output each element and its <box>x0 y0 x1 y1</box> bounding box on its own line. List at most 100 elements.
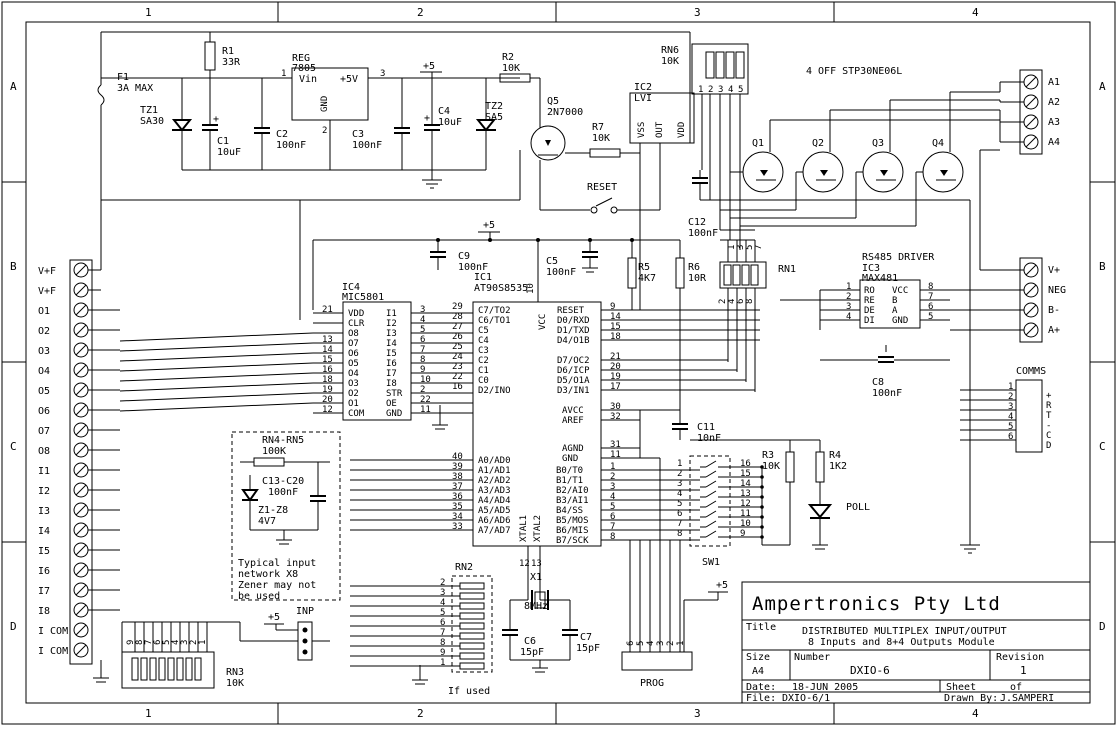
r4-body <box>815 451 825 483</box>
ic1-porta-pin-num: 40 <box>452 452 463 462</box>
ic4-left-pin-name: O5 <box>348 359 359 369</box>
sw1-left-pin-num: 6 <box>677 509 682 519</box>
left-terminal-label: I4 <box>38 526 50 537</box>
r3-ref: R3 <box>762 450 774 461</box>
ic1-portb-pin-name: B0/T0 <box>556 466 583 476</box>
ic1-portd2-pin-num: 21 <box>610 352 621 362</box>
power-connector-body <box>1019 257 1043 343</box>
left-terminal-label: O1 <box>38 306 50 317</box>
reg-value: 7805 <box>292 63 316 74</box>
ic4-left-pin-num: 13 <box>322 335 333 345</box>
col-label-1-bottom: 1 <box>145 707 152 720</box>
title-line1: DISTRIBUTED MULTIPLEX INPUT/OUTPUT <box>802 626 1007 637</box>
sw1-left-pin-num: 4 <box>677 489 682 499</box>
col-label-1: 1 <box>145 6 152 19</box>
ic1-portd2-pin-name: D3/IN1 <box>557 386 590 396</box>
r6-body <box>675 257 685 289</box>
c11-ref: C11 <box>697 422 715 433</box>
ic1-porta-pin-name: A7/AD7 <box>478 526 511 536</box>
rn6-pin5: 5 <box>738 85 743 95</box>
r2-ref: R2 <box>502 52 514 63</box>
date-value: 18-JUN 2005 <box>792 682 858 693</box>
ic4-left-pin-num: 20 <box>322 395 333 405</box>
prog-pin-num: 2 <box>666 641 676 646</box>
left-terminal-label: O4 <box>38 366 50 377</box>
ic1-portb-pin-name: B3/AI1 <box>556 496 589 506</box>
ic3-left-pin-num: 2 <box>846 292 851 302</box>
sw1-right-pin-num: 9 <box>740 529 745 539</box>
ic4-right-pin-num: 3 <box>420 305 425 315</box>
note-line2: network X8 <box>238 569 298 580</box>
ic1-portb-pin-name: B1/T1 <box>556 476 583 486</box>
sheet-of: of <box>1010 682 1022 693</box>
rn6-pin2: 2 <box>708 85 713 95</box>
c1-plus: + <box>213 114 219 125</box>
output-driver-section: RN6 10K 1 2 3 4 5 4 OFF STP30NE06L Q1 Q2… <box>661 43 1060 554</box>
left-terminal-label: I7 <box>38 586 50 597</box>
title-line2: 8 Inputs and 8+4 Outputs Module <box>808 637 995 648</box>
ic1-ref: IC1 <box>474 272 492 283</box>
size-label: Size <box>746 652 770 663</box>
c3-ref: C3 <box>352 129 364 140</box>
sw1-left-pin-num: 2 <box>677 469 682 479</box>
sw1-left-pin-num: 1 <box>677 459 682 469</box>
plus5-label-top: +5 <box>423 61 435 72</box>
row-label-d: D <box>10 620 17 633</box>
mosfet-note: 4 OFF STP30NE06L <box>806 66 902 77</box>
ic1-portd-pin-num: 14 <box>610 312 621 322</box>
r5-value: 4K7 <box>638 273 656 284</box>
col-label-4: 4 <box>972 6 979 19</box>
ic1-port-pin-name: C2 <box>478 356 489 366</box>
rn3-body <box>121 651 215 689</box>
ic1-power-pin-num: 30 <box>610 402 621 412</box>
rn4-body <box>253 457 285 467</box>
rn1-top-5: 5 <box>745 245 755 250</box>
reset-label: RESET <box>587 182 617 193</box>
ic1-portd-pin-name: D1/TXD <box>557 326 590 336</box>
rn1-bot-4: 4 <box>727 299 737 304</box>
comms-body <box>1015 379 1043 453</box>
ic2-vss: VSS <box>637 122 647 138</box>
ic4-right-pin-num: 7 <box>420 345 425 355</box>
r4-ref: R4 <box>829 450 841 461</box>
sw1-body <box>689 455 731 547</box>
ic4-left-pin-num: 15 <box>322 355 333 365</box>
ic1-port-pin-num: 22 <box>452 372 463 382</box>
reg-out: +5V <box>340 74 358 85</box>
ic4-left-pin-num: 18 <box>322 375 333 385</box>
ic1-porta-pin-name: A4/AD4 <box>478 496 511 506</box>
ic4-left-pin-name: O1 <box>348 399 359 409</box>
ic1-portd2-pin-name: D6/ICP <box>557 366 590 376</box>
title-label: Title <box>746 622 776 633</box>
rn6-ref: RN6 <box>661 45 679 56</box>
c7-value: 15pF <box>576 643 600 654</box>
ic1-port-pin-num: 16 <box>452 382 463 392</box>
comms-side-char: T <box>1046 411 1052 421</box>
rn3-pin-num: 1 <box>198 640 208 645</box>
ic1-port-pin-name: C1 <box>478 366 489 376</box>
col-label-3: 3 <box>694 6 701 19</box>
q5-symbol <box>530 125 566 161</box>
ic1-port-pin-name: D2/INO <box>478 386 511 396</box>
ic4-right-pin-name: STR <box>386 389 403 399</box>
rn2-pin-num: 1 <box>440 658 445 668</box>
rn2-ref: RN2 <box>455 562 473 573</box>
rn1-top-7: 7 <box>754 245 764 250</box>
ic3-right-pin-num: 6 <box>928 302 933 312</box>
left-terminal-label: I1 <box>38 466 50 477</box>
ic1-value: AT90S8535 <box>474 283 528 294</box>
r5-body <box>627 257 637 289</box>
ic1-vcc: VCC <box>538 314 548 330</box>
power-neg: NEG <box>1048 285 1066 296</box>
ic1-portd2-pin-num: 17 <box>610 382 621 392</box>
rn2-pin-num: 5 <box>440 608 445 618</box>
c1-ref: C1 <box>217 136 229 147</box>
c13-value: 100nF <box>268 487 298 498</box>
row-label-c-right: C <box>1099 440 1106 453</box>
ic4-right-pin-name: I3 <box>386 329 397 339</box>
ic1-power-pin-num: 11 <box>610 450 621 460</box>
